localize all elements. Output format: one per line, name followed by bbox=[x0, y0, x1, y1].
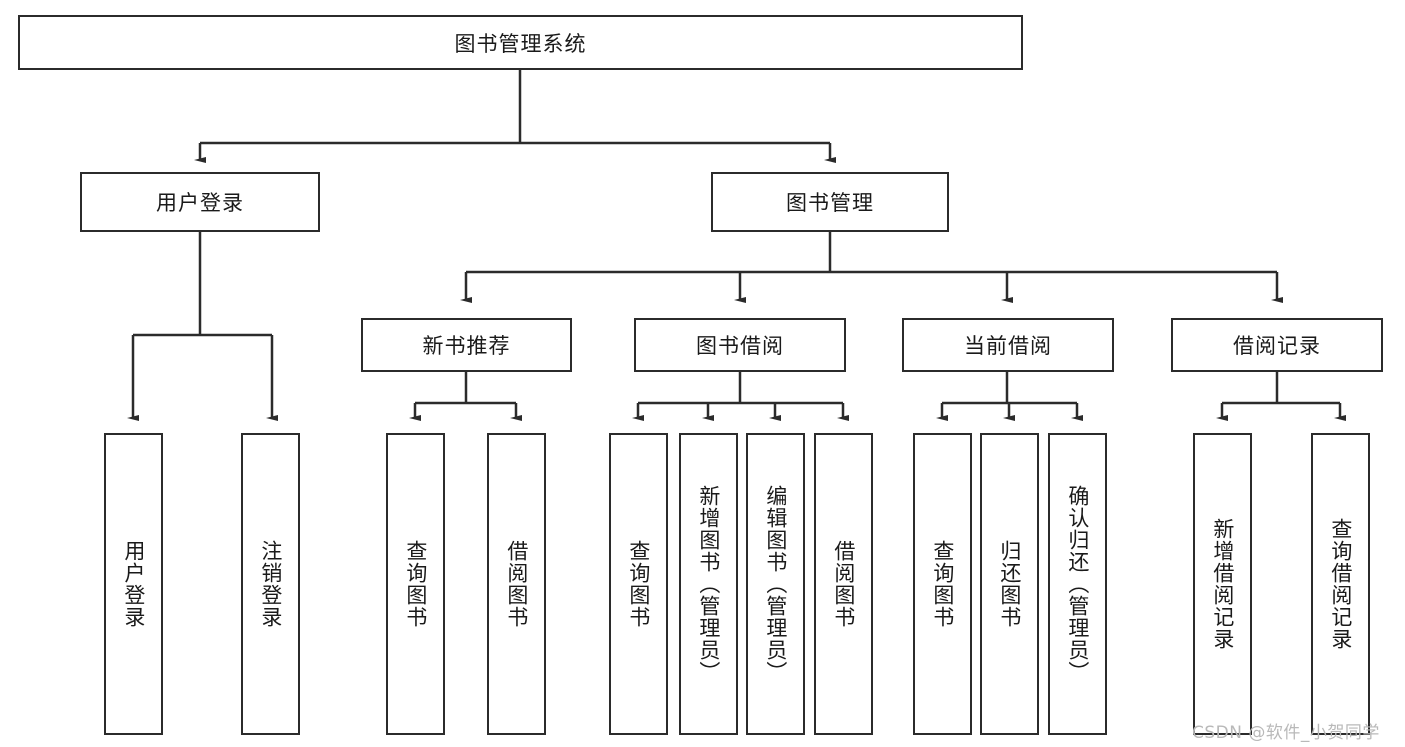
leaf-current-borrow-return[interactable]: 归还图书 bbox=[980, 433, 1039, 735]
leaf-label: 借阅图书 bbox=[504, 540, 529, 628]
leaf-current-borrow-confirm-return[interactable]: 确认归还（管理员） bbox=[1048, 433, 1107, 735]
node-borrow-record[interactable]: 借阅记录 bbox=[1171, 318, 1383, 372]
leaf-label: 借阅图书 bbox=[831, 540, 856, 628]
node-root[interactable]: 图书管理系统 bbox=[18, 15, 1023, 70]
node-user-login[interactable]: 用户登录 bbox=[80, 172, 320, 232]
node-book-borrow[interactable]: 图书借阅 bbox=[634, 318, 846, 372]
leaf-label: 查询借阅记录 bbox=[1328, 518, 1353, 650]
leaf-new-book-query[interactable]: 查询图书 bbox=[386, 433, 445, 735]
node-book-management[interactable]: 图书管理 bbox=[711, 172, 949, 232]
leaf-book-borrow-edit[interactable]: 编辑图书（管理员） bbox=[746, 433, 805, 735]
leaf-label: 确认归还（管理员） bbox=[1065, 485, 1090, 683]
leaf-current-borrow-query[interactable]: 查询图书 bbox=[913, 433, 972, 735]
leaf-label: 归还图书 bbox=[997, 540, 1022, 628]
leaf-label: 查询图书 bbox=[626, 540, 651, 628]
leaf-new-book-borrow[interactable]: 借阅图书 bbox=[487, 433, 546, 735]
leaf-label: 编辑图书（管理员） bbox=[763, 485, 788, 683]
leaf-book-borrow-add[interactable]: 新增图书（管理员） bbox=[679, 433, 738, 735]
leaf-label: 新增借阅记录 bbox=[1210, 518, 1235, 650]
leaf-borrow-record-query[interactable]: 查询借阅记录 bbox=[1311, 433, 1370, 735]
leaf-user-login-login[interactable]: 用户登录 bbox=[104, 433, 163, 735]
leaf-label: 用户登录 bbox=[121, 540, 146, 628]
watermark-text: CSDN @软件_小贺同学 bbox=[1192, 723, 1380, 743]
leaf-book-borrow-borrow[interactable]: 借阅图书 bbox=[814, 433, 873, 735]
leaf-label: 注销登录 bbox=[258, 540, 283, 628]
leaf-label: 查询图书 bbox=[930, 540, 955, 628]
leaf-book-borrow-query[interactable]: 查询图书 bbox=[609, 433, 668, 735]
node-current-borrow[interactable]: 当前借阅 bbox=[902, 318, 1114, 372]
leaf-user-login-logout[interactable]: 注销登录 bbox=[241, 433, 300, 735]
leaf-label: 查询图书 bbox=[403, 540, 428, 628]
node-new-book-recommend[interactable]: 新书推荐 bbox=[361, 318, 572, 372]
leaf-label: 新增图书（管理员） bbox=[696, 485, 721, 683]
leaf-borrow-record-add[interactable]: 新增借阅记录 bbox=[1193, 433, 1252, 735]
